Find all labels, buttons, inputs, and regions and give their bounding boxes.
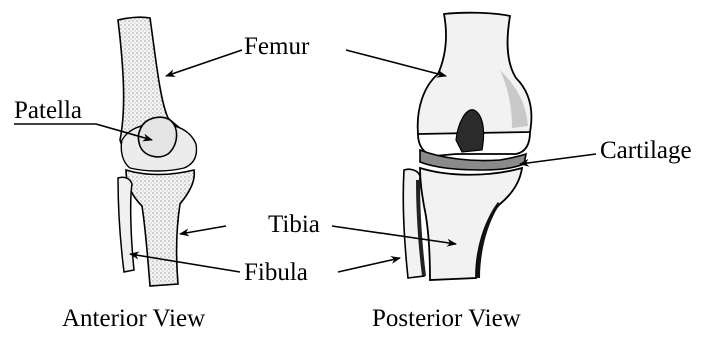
tibia-leader-left	[180, 226, 226, 234]
femur-label: Femur	[244, 34, 309, 59]
cartilage-label: Cartilage	[600, 138, 692, 163]
anterior-fibula-shape	[118, 177, 134, 272]
anterior-view-caption: Anterior View	[62, 306, 205, 331]
posterior-tibia-shape	[420, 168, 522, 280]
posterior-cartilage-shape	[420, 150, 526, 170]
femur-leader-left	[166, 50, 242, 76]
anterior-tibia-shape	[126, 170, 194, 286]
fibula-leader-left	[130, 254, 240, 272]
posterior-view-caption: Posterior View	[372, 306, 521, 331]
anterior-knee-illustration	[118, 17, 197, 286]
femur-leader-right	[346, 50, 446, 76]
tibia-label: Tibia	[268, 212, 320, 237]
patella-label: Patella	[14, 98, 82, 123]
fibula-leader-right	[338, 258, 400, 272]
fibula-label: Fibula	[244, 260, 308, 285]
cartilage-leader	[520, 154, 596, 164]
